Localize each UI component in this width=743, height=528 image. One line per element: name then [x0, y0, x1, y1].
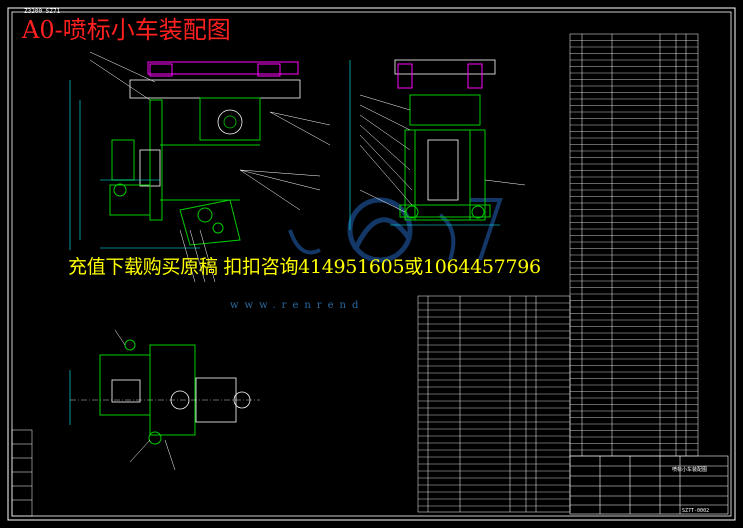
bom-table-right — [569, 33, 699, 457]
drawing-subtitle: Z3200 SZ71 — [24, 8, 61, 15]
bom-middle-rows — [418, 302, 570, 507]
drawing-title: A0-喷标小车装配图 — [22, 16, 231, 44]
bom-table-middle — [417, 295, 571, 513]
inner-frame — [11, 11, 732, 517]
title-block-name: 喷标小车装配图 — [672, 467, 708, 473]
website-watermark: www.renrend — [230, 300, 365, 311]
front-view-assembly — [69, 51, 331, 283]
top-view-assembly — [69, 329, 260, 471]
title-block — [569, 455, 729, 515]
watermark-text: 充值下载购买原稿 扣扣咨询414951605或1064457796 — [68, 256, 541, 278]
logo-watermark — [288, 197, 503, 263]
side-view-assembly — [349, 59, 526, 230]
left-margin-table — [11, 429, 33, 517]
bom-right-rows — [570, 40, 698, 451]
title-block-number: SZ7T-0002 — [682, 508, 710, 514]
outer-frame — [7, 7, 736, 521]
